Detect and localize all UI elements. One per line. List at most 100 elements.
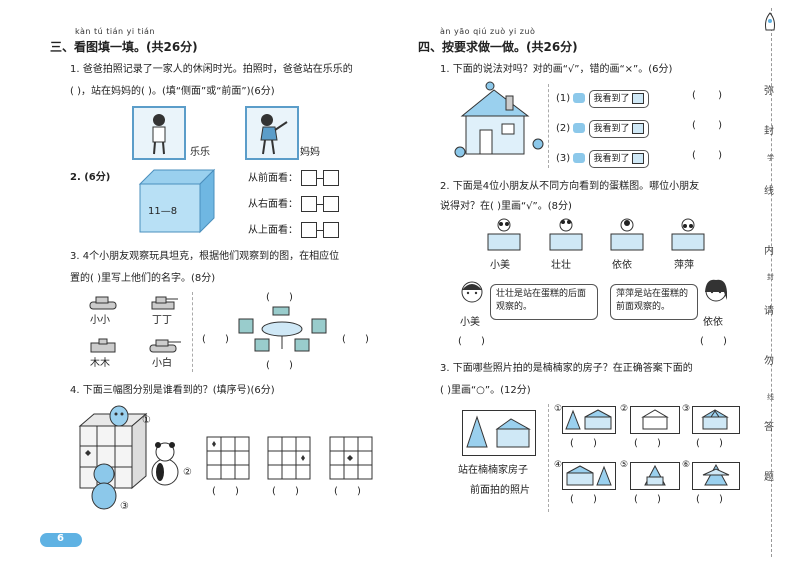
view-front: 从前面看：	[248, 170, 340, 186]
side-char: 题	[764, 472, 774, 483]
giraffe-figure	[104, 404, 134, 434]
table-chairs-icon	[238, 306, 327, 352]
q4-2-answer-left[interactable]: ( )	[458, 336, 485, 347]
tank-view-4	[148, 338, 182, 357]
q4-3-line2: ( )里画“○”。(12分)	[440, 385, 531, 396]
house-tree-icon	[566, 465, 612, 486]
boy-figure-icon	[152, 114, 166, 155]
q4-2-answer-right[interactable]: ( )	[700, 336, 727, 347]
tank-view-2	[150, 295, 180, 314]
cake-4	[668, 218, 708, 260]
caption-line1: 站在楠楠家房子	[458, 465, 528, 476]
q4-1-answer-2[interactable]: ( )	[692, 120, 723, 131]
option-answer-6[interactable]: ( )	[696, 494, 723, 505]
q3-1-line1: 1. 爸爸拍照记录了一家人的休闲时光。拍照时，爸爸站在乐乐的	[70, 64, 353, 75]
view-right-label: 从右面看：	[248, 199, 298, 210]
woman-figure-icon	[260, 114, 288, 155]
cake-icon	[610, 218, 644, 251]
panda-icon	[151, 442, 179, 486]
girl-icon	[461, 281, 483, 303]
opt-mark-4: ④	[554, 460, 563, 470]
tank-icon	[89, 296, 117, 310]
grid-answer-2[interactable]: ( )	[272, 486, 299, 497]
answer-paren-right[interactable]: ( )	[342, 334, 369, 345]
mark-1: ①	[142, 415, 151, 426]
option-photo-1	[562, 406, 616, 434]
speech-left: 壮壮是站在蛋糕的后面观察的。	[490, 284, 598, 320]
tree-icon	[644, 464, 666, 486]
house-tree-icon	[466, 415, 531, 448]
side-char: 线	[764, 186, 774, 197]
view-box[interactable]	[323, 196, 340, 212]
speech-bubble: 我看到了	[588, 120, 650, 138]
q3-1-line2: ( )，站在妈妈的( )。(填“侧面”或“前面”)(6分)	[70, 86, 275, 97]
page-number: 6	[57, 533, 64, 544]
rocket-icon-svg	[765, 12, 775, 31]
speech-bubble: 我看到了	[588, 90, 650, 108]
q3-3-line2: 置的( )里写上他们的名字。(8分)	[70, 273, 216, 284]
q3-3-text: 3. 4个小朋友观察玩具坦克，根据他们观察到的图，在相应位 置的( )里写上他们…	[70, 250, 390, 286]
option-answer-3[interactable]: ( )	[696, 438, 723, 449]
house-tree-icon	[701, 409, 729, 430]
q4-3-divider	[548, 404, 549, 512]
grid-answer-3[interactable]: ( )	[334, 486, 361, 497]
tank-view-1	[88, 295, 118, 314]
view-top-label: 从上面看：	[248, 225, 298, 236]
answer-paren-left[interactable]: ( )	[202, 334, 229, 345]
seal-line	[771, 8, 772, 557]
panda-figure	[150, 442, 180, 490]
cake-3	[607, 218, 647, 260]
mark-3: ③	[120, 501, 129, 512]
giraffe-icon	[109, 405, 129, 427]
section3-pinyin: kàn tú tián yi tián	[75, 27, 155, 36]
view-box[interactable]	[301, 196, 318, 212]
view-front-label: 从前面看：	[248, 173, 298, 184]
side-char: 弥	[764, 86, 774, 97]
q4-1-answer-3[interactable]: ( )	[692, 150, 723, 161]
option-answer-4[interactable]: ( )	[570, 494, 597, 505]
q4-1-text: 1. 下面的说法对吗？对的画“√”，错的画“×”。(6分)	[440, 64, 673, 75]
girl-left-figure	[458, 280, 486, 316]
q4-3-line1: 3. 下面哪些照片拍的是楠楠家的房子？在正确答案下面的	[440, 363, 693, 374]
monkey-icon	[91, 463, 117, 510]
opt-mark-6: ⑥	[682, 460, 691, 470]
option-answer-2[interactable]: ( )	[634, 438, 661, 449]
view-box[interactable]	[323, 222, 340, 238]
option-photo-2	[630, 406, 680, 434]
grid-view-icon	[206, 436, 250, 480]
q3-4-text: 4. 下面三幅图分别是谁看到的？(填序号)(6分)	[70, 385, 275, 396]
section3-title: 三、看图填一填。(共26分)	[50, 40, 198, 54]
q4-1-answer-1[interactable]: ( )	[692, 90, 723, 101]
item-num: (1)	[556, 93, 571, 104]
photo-mama-frame	[245, 106, 299, 160]
option-photo-6	[692, 462, 740, 490]
section4-title: 四、按要求做一做。(共26分)	[418, 40, 578, 54]
q4-1-divider	[548, 84, 549, 168]
opt-mark-2: ②	[620, 404, 629, 414]
view-box[interactable]	[301, 222, 318, 238]
tank-icon	[149, 339, 181, 353]
grid-view-icon	[329, 436, 373, 480]
cake-icon	[549, 218, 583, 251]
answer-paren-top[interactable]: ( )	[266, 292, 293, 303]
option-photo-5	[630, 462, 680, 490]
house-view-icon	[632, 93, 645, 104]
tank-name-4: 小白	[152, 358, 172, 369]
q4-2-line1: 2. 下面是4位小朋友从不同方向看到的蛋糕图。哪位小朋友	[440, 181, 700, 192]
q4-1-item-2: (2) 我看到了	[556, 120, 650, 138]
mark-2: ②	[183, 467, 192, 478]
cat-icon	[573, 153, 586, 163]
cake-name-2: 壮壮	[551, 260, 571, 271]
view-box[interactable]	[323, 170, 340, 186]
label-lele: 乐乐	[190, 147, 210, 158]
option-answer-1[interactable]: ( )	[570, 438, 597, 449]
view-box[interactable]	[301, 170, 318, 186]
answer-paren-bottom[interactable]: ( )	[266, 360, 293, 371]
grid-answer-1[interactable]: ( )	[212, 486, 239, 497]
opt-mark-5: ⑤	[620, 460, 629, 470]
q3-2-head: 2. (6分)	[70, 172, 111, 183]
tank-icon	[90, 338, 116, 353]
option-answer-5[interactable]: ( )	[634, 494, 661, 505]
rocket-icon	[762, 12, 778, 40]
q4-1-item-3: (3) 我看到了	[556, 150, 650, 168]
